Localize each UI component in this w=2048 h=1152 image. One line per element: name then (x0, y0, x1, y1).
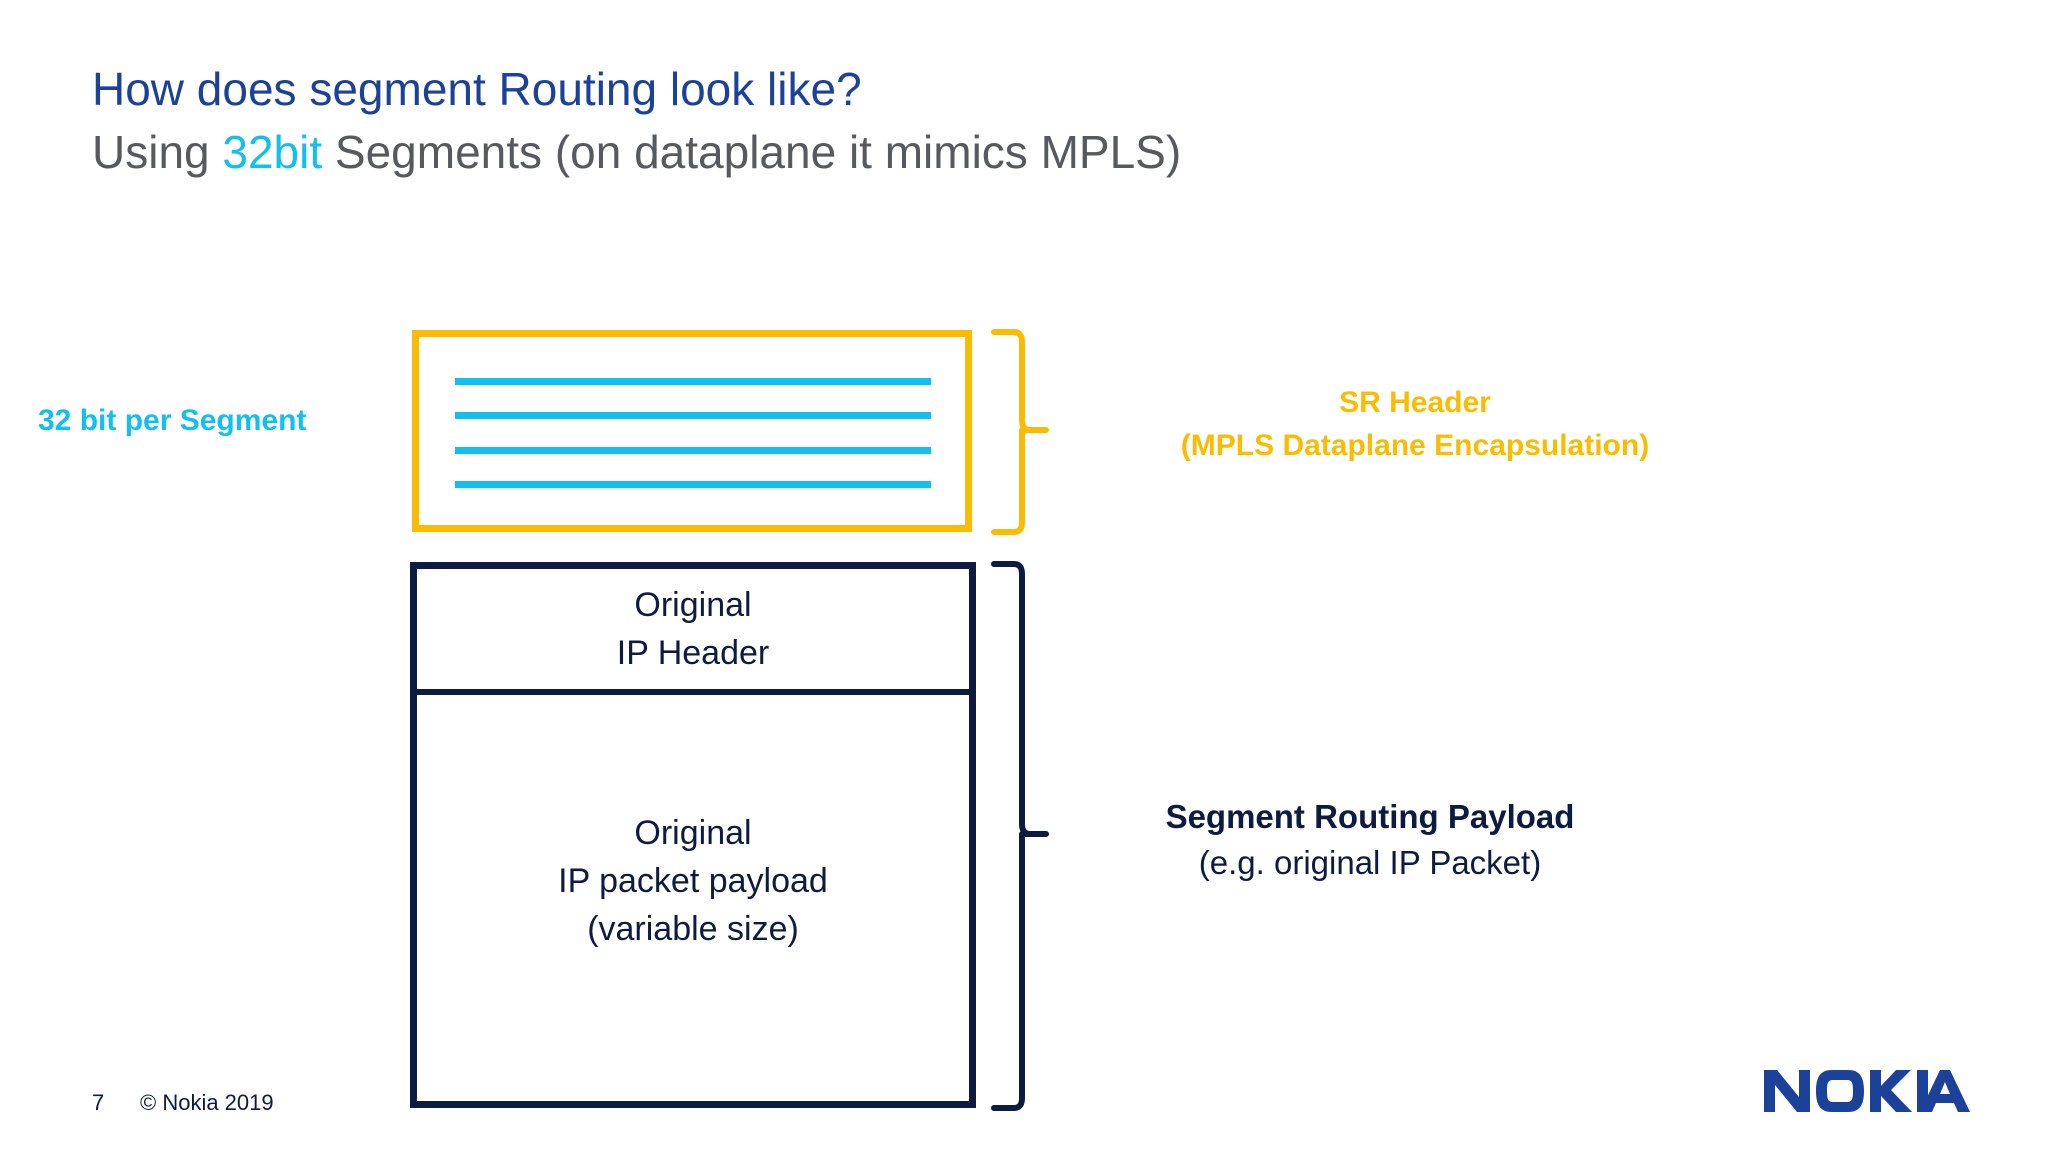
ip-payload-line3: (variable size) (587, 910, 799, 948)
ip-header-line1: Original (634, 586, 752, 624)
slide-footer: 7 © Nokia 2019 (92, 1090, 274, 1116)
payload-brace-icon (990, 560, 1050, 1112)
segment-line (455, 447, 931, 454)
title-block: How does segment Routing look like? Usin… (92, 58, 1692, 184)
payload-caption-line2: (e.g. original IP Packet) (1198, 844, 1542, 881)
ip-payload-line1: Original (634, 814, 752, 852)
bits-per-segment-label: 32 bit per Segment (38, 404, 307, 437)
sr-header-caption-line1: SR Header (1339, 386, 1491, 419)
subtitle-prefix: Using (92, 126, 223, 178)
sr-header-brace-icon (990, 328, 1050, 536)
segment-line (455, 412, 931, 419)
segment-line (455, 378, 931, 385)
subtitle-suffix: Segments (on dataplane it mimics MPLS) (322, 126, 1182, 178)
ip-payload-text: Original IP packet payload (variable siz… (558, 809, 828, 953)
ip-header-line2: IP Header (616, 634, 770, 672)
sr-header-box (412, 330, 972, 532)
sr-header-caption: SR Header (MPLS Dataplane Encapsulation) (1060, 382, 1770, 468)
page-subtitle: Using 32bit Segments (on dataplane it mi… (92, 120, 1692, 184)
ip-payload-line2: IP packet payload (558, 862, 828, 900)
ip-payload-cell: Original IP packet payload (variable siz… (417, 695, 969, 1101)
page-title: How does segment Routing look like? (92, 63, 862, 115)
ip-header-cell: Original IP Header (417, 569, 969, 695)
payload-caption: Segment Routing Payload (e.g. original I… (1040, 794, 1700, 886)
page-number: 7 (92, 1090, 105, 1115)
nokia-logo (1764, 1068, 1976, 1114)
sr-header-caption-line2: (MPLS Dataplane Encapsulation) (1180, 429, 1650, 462)
subtitle-accent-32bit: 32bit (222, 126, 323, 178)
ip-header-text: Original IP Header (617, 581, 769, 677)
copyright-notice: © Nokia 2019 (140, 1090, 274, 1115)
payload-box: Original IP Header Original IP packet pa… (410, 562, 976, 1108)
payload-caption-line1: Segment Routing Payload (1165, 798, 1575, 835)
segment-line (455, 481, 931, 488)
